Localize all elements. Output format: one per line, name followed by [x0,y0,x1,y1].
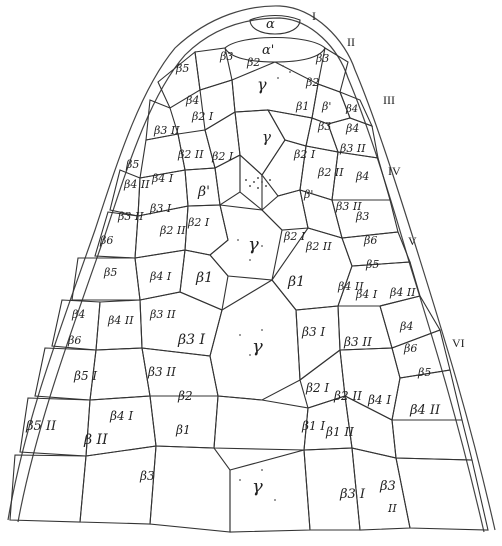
cell-label-beta5-top: β5 [175,62,189,75]
cell-label-gamma-bottom: γ [252,476,263,497]
cell-label-beta2-ii-low: β2 II [333,389,362,403]
cell-label-beta4-i-left: β4 I [151,172,174,185]
cell-label-beta5-mid-left: β5 [103,266,117,279]
cell-label-beta1-ii-low: β1 II [325,425,354,439]
cell-label-beta4-i-low: β4 I [367,393,391,407]
cell-label-beta1-right: β1 [287,274,305,290]
cell-label-beta2-i-right: β2 I [293,148,316,161]
outer-envelope [8,6,495,530]
cell-label-beta4-right-upper: β4 [345,122,359,135]
cell-label-beta6-left: β6 [99,234,113,247]
cell-network [10,16,488,533]
cell-label-gamma-mid: γ [248,234,259,255]
tier-label-vi: VI [452,336,465,350]
cell-label-gamma-top: γ [257,75,267,94]
cell-label-beta2-i-left: β2 I [187,216,210,229]
cell-label-beta4-top: β4 [185,94,199,107]
cell-label-beta4-right-mid: β4 [355,170,369,183]
cell-label-beta4-ii-low: β4 II [409,403,441,418]
cell-label-beta3-ii-low: β3 II [147,365,176,379]
cell-label-beta4-ii-left: β4 II [123,178,150,191]
cell-label-beta1-center: β1 [195,270,213,286]
cell-label-beta3-top-right: β3 [315,52,329,65]
tier-label-iv: IV [388,164,401,178]
cell-label-beta4-i-bottom-left: β4 I [109,409,133,423]
cell-label-beta-ii-bottom: β II [83,432,108,448]
cell-label-ii-bottom-right: II [387,502,397,515]
cell-label-beta3-top-left: β3 [219,50,233,63]
cell-label-beta2-i-mid: β2 I [211,150,234,163]
cell-label-beta2-i-upper: β2 I [191,110,214,123]
cell-label-beta3-ii-lower: β3 II [149,308,176,321]
cell-label-alpha: α [266,17,275,32]
cell-label-beta3-ii-left: β3 II [117,210,144,223]
cell-label-beta3-i-right: β3 I [301,325,325,339]
cell-label-beta1-top: β1 [295,100,309,113]
cell-label-beta3-i-left: β3 I [149,202,172,215]
cell-label-beta2-ii-right: β2 II [317,166,344,179]
cell-label-beta3-bottom-right: β3 [379,479,396,494]
cell-label-beta4-far-right: β4 [399,320,413,333]
cell-label-beta5-right: β5 [365,258,379,271]
cell-label-beta3-ii-right: β3 II [339,142,366,155]
cell-label-beta5-i-lower-left: β5 I [73,369,97,383]
cell-label-beta4-i-right: β4 I [355,288,378,301]
cell-label-beta4-right-top: β4 [345,104,358,115]
cell-label-beta3-ii-upper: β3 II [153,124,180,137]
cell-label-alpha-prime: α' [262,43,274,58]
cell-label-beta4-upper-left: β4 [71,308,85,321]
tier-label-iii: III [383,93,395,107]
cell-label-beta2-ii-upper: β2 II [177,148,204,161]
cell-label-gamma-lower: γ [252,336,263,357]
cell-label-beta3-bottom-left: β3 [139,469,155,483]
cell-label-beta6-right: β6 [363,234,377,247]
cell-label-beta5-left: β5 [125,158,139,171]
cell-label-beta3-ii-right-lower: β3 II [343,335,372,349]
cell-label-beta-prime-mid: β' [197,184,210,200]
cell-label-beta3-right-upper: β3 [317,120,331,133]
cell-label-beta5-far-right: β5 [417,366,431,379]
cell-label-beta6-far-right: β6 [403,342,417,355]
cell-label-gamma-upper: γ [262,128,271,146]
cell-label-beta3-i-bottom: β3 I [339,487,366,502]
cell-label-beta6-far-left: β6 [67,334,81,347]
cell-label-beta2-ii-center: β2 II [305,240,332,253]
cell-label-beta1-i-low: β1 I [301,419,325,433]
cell-label-beta4-ii-far-right: β4 II [389,286,416,299]
cell-label-beta1-low-left: β1 [175,423,191,437]
cell-label-beta2-i-low: β2 I [305,381,329,395]
cell-label-beta2-ii-left: β2 II [159,224,186,237]
cell-label-beta2-low: β2 [177,389,193,403]
tier-label-i: I [312,9,316,23]
cell-label-beta5-ii-bottom: β5 II [25,419,57,434]
tier-label-v: V [408,234,417,248]
tier-label-ii: II [347,35,355,49]
cell-label-beta4-ii-lower-left: β4 II [107,314,134,327]
cell-label-beta-prime-right: β' [303,188,313,201]
cell-label-beta-prime-top: β' [321,100,331,113]
cell-label-beta2-top-right: β2 [305,76,319,89]
cell-label-beta3-i-center: β3 I [177,332,205,348]
cell-label-beta2-i-center: β2 I [283,230,306,243]
cell-label-beta4-i-mid: β4 I [149,270,172,283]
cell-label-beta2-top-left: β2 [246,56,260,69]
cell-label-beta3-far-right: β3 [355,210,369,223]
